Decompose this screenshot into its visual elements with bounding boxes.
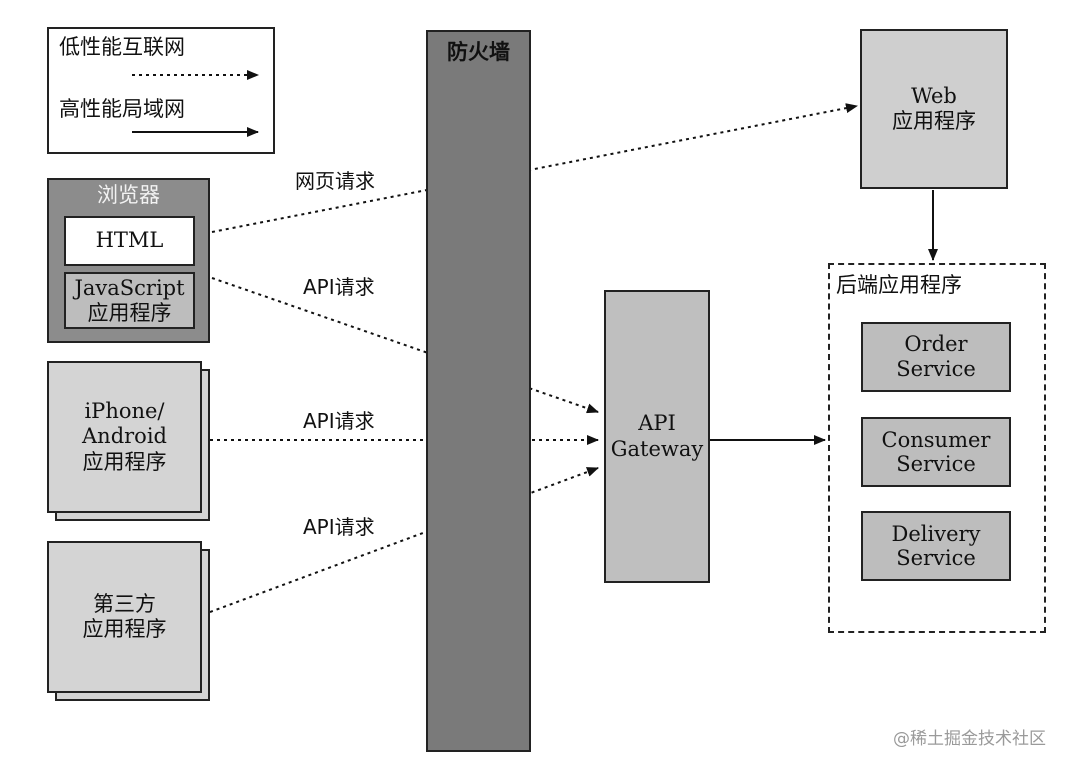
api-request-third-party-arrow (209, 467, 599, 613)
html-label: HTML (95, 228, 164, 253)
mobile-line2: Android (82, 424, 167, 449)
mobile-line3: 应用程序 (82, 449, 167, 474)
web-app-box: Web 应用程序 (860, 29, 1008, 189)
mobile-app-box: iPhone/ Android 应用程序 (47, 361, 202, 513)
legend: 低性能互联网 高性能局域网 (47, 27, 275, 154)
web-app-line1: Web (911, 83, 957, 108)
watermark: @稀土掘金技术社区 (893, 729, 1046, 749)
delivery-service: Delivery Service (861, 511, 1011, 581)
backend-app-container: 后端应用程序 (828, 263, 1046, 633)
delivery-service-line2: Service (896, 546, 976, 570)
backend-app-title: 后端应用程序 (836, 273, 962, 297)
web-page-request-arrow (211, 103, 858, 233)
legend-low-perf-label: 低性能互联网 (59, 35, 185, 59)
gateway-line1: API (638, 411, 676, 436)
javascript-label: JavaScript (74, 276, 185, 301)
api-request-label-browser: API请求 (303, 275, 375, 299)
order-service: Order Service (861, 322, 1011, 392)
third-party-app-box: 第三方 应用程序 (47, 541, 202, 693)
order-service-line1: Order Service (896, 331, 976, 381)
third-party-line1: 第三方 (93, 591, 156, 616)
consumer-service-line2: Service (896, 452, 976, 476)
browser-box: 浏览器 HTML JavaScript 应用程序 (47, 178, 210, 343)
consumer-service-line1: Consumer (881, 427, 991, 452)
api-request-label-mobile: API请求 (303, 409, 375, 433)
api-request-label-third-party: API请求 (303, 515, 375, 539)
firewall: 防火墙 (426, 30, 531, 752)
api-gateway: API Gateway (604, 290, 710, 583)
consumer-service: Consumer Service (861, 417, 1011, 487)
legend-high-perf-label: 高性能局域网 (59, 97, 185, 121)
third-party-line2: 应用程序 (82, 617, 167, 641)
api-request-browser-arrow (211, 277, 599, 414)
gateway-line2: Gateway (610, 436, 704, 461)
javascript-app-label: 应用程序 (87, 300, 172, 325)
mobile-line1: iPhone/ (84, 399, 165, 424)
firewall-label: 防火墙 (447, 40, 510, 64)
html-box: HTML (64, 216, 195, 266)
web-page-request-label: 网页请求 (295, 169, 375, 193)
javascript-app-box: JavaScript 应用程序 (64, 272, 195, 329)
browser-title: 浏览器 (97, 183, 160, 207)
web-app-line2: 应用程序 (892, 109, 976, 133)
delivery-service-line1: Delivery (891, 521, 981, 546)
